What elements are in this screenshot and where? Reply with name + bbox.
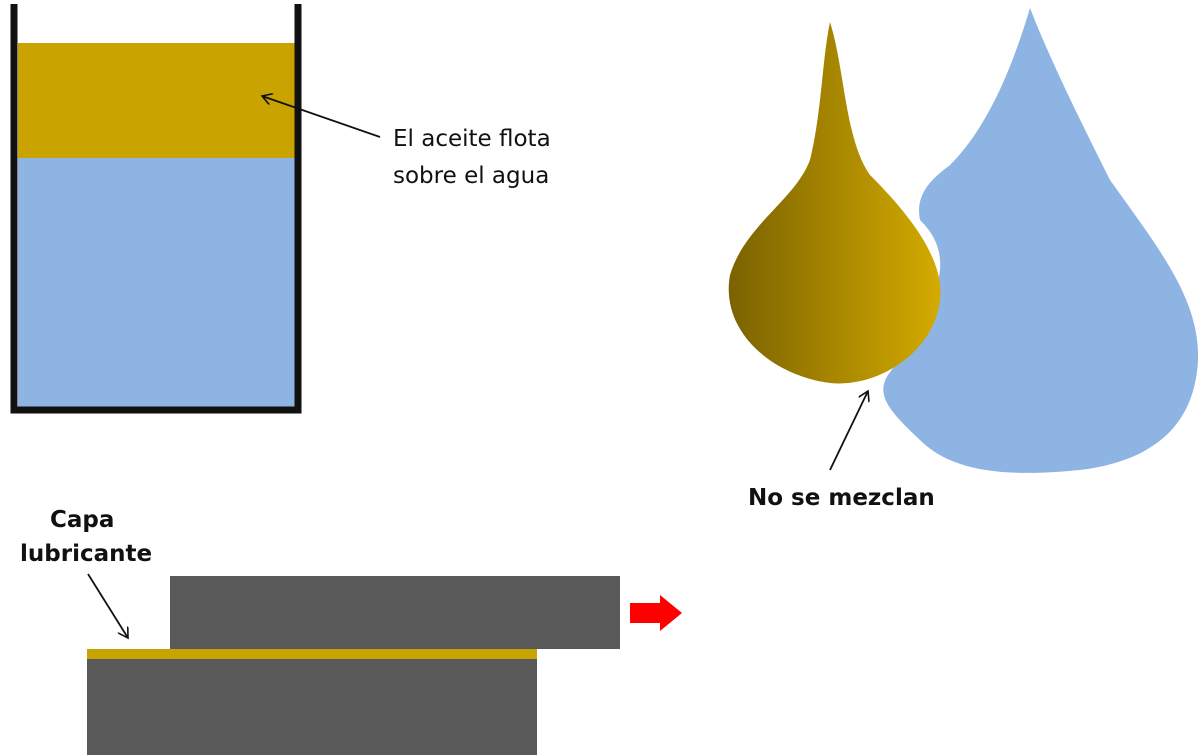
lubricant-pointer: [87, 573, 128, 638]
no-mix-pointer: [829, 391, 868, 471]
container-walls: [10, 4, 302, 414]
container-panel: [10, 4, 302, 414]
oil-floats-label-line2: sobre el agua: [393, 163, 549, 189]
top-plate: [170, 576, 620, 649]
water-drop: [883, 8, 1199, 473]
plates-panel: [87, 576, 682, 755]
drops-panel: [728, 8, 1199, 473]
oil-layer: [18, 43, 295, 158]
lubricant-layer: [87, 649, 537, 659]
no-mix-label: No se mezclan: [748, 485, 935, 511]
oil-drop: [728, 22, 941, 384]
lubricant-label-line1: Capa: [50, 507, 114, 533]
bottom-plate: [87, 659, 537, 755]
right-arrow-icon: [630, 595, 682, 631]
oil-floats-pointer: [262, 96, 381, 138]
oil-floats-label-line1: El aceite flota: [393, 126, 551, 152]
water-layer: [18, 158, 295, 408]
lubricant-label-line2: lubricante: [20, 541, 152, 567]
